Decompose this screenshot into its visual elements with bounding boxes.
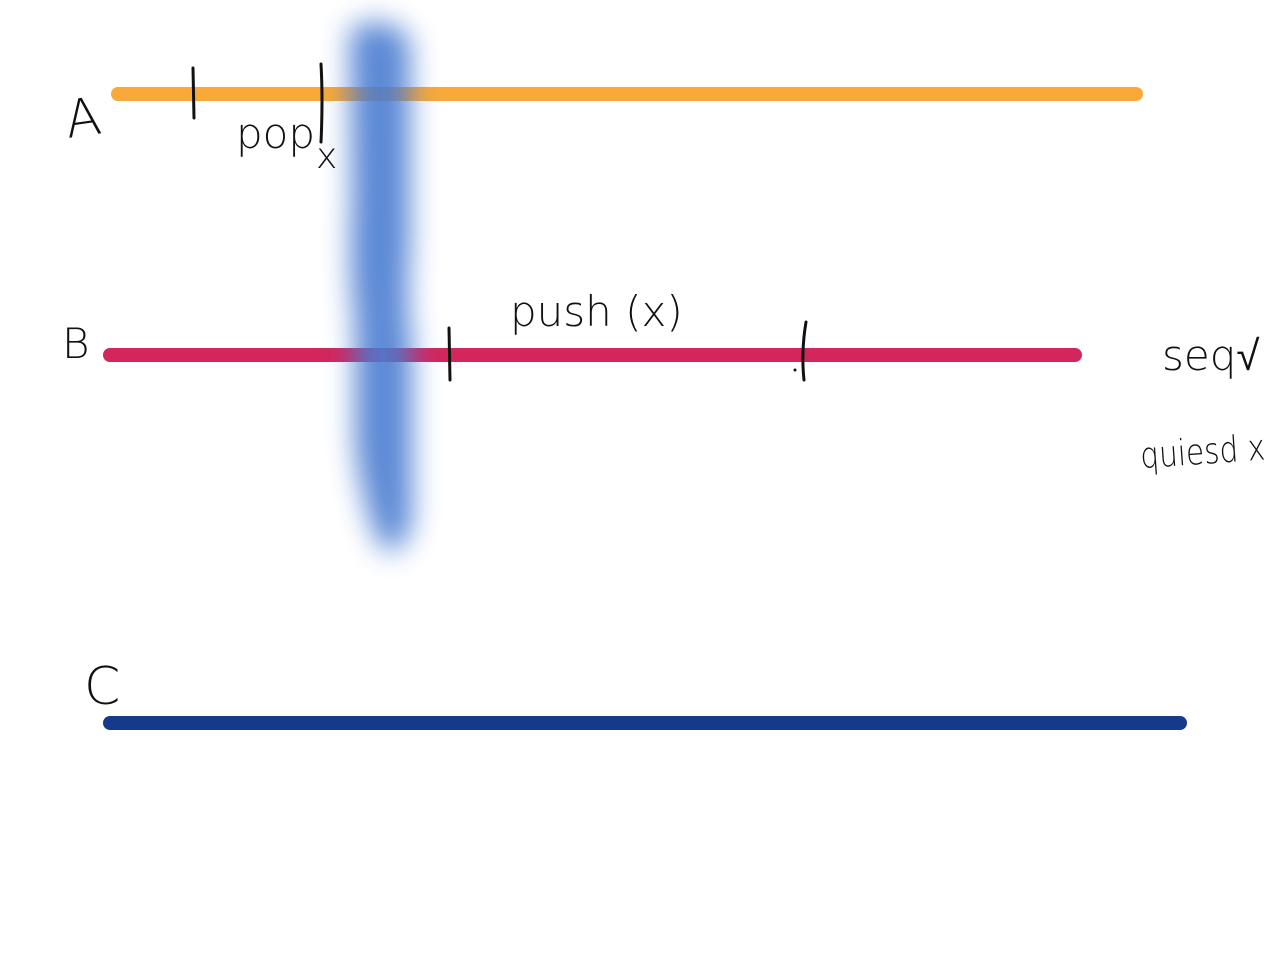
tick-a-2 xyxy=(319,62,324,144)
highlight-band xyxy=(350,22,412,552)
quiesc-annotation: quiesd x xyxy=(1139,428,1267,478)
ink-dot xyxy=(793,368,797,372)
pop-value-label: x xyxy=(316,136,337,177)
pop-label: pop xyxy=(236,109,315,158)
thread-a-label: A xyxy=(61,86,105,150)
seq-annotation: seq√ xyxy=(1162,331,1260,380)
tick-a-1 xyxy=(191,66,196,120)
push-label: push (x) xyxy=(510,287,683,336)
thread-b-label: B xyxy=(62,319,90,368)
tick-b-2 xyxy=(801,320,808,382)
tick-b-1 xyxy=(447,326,452,382)
thread-c-label: C xyxy=(84,657,120,717)
